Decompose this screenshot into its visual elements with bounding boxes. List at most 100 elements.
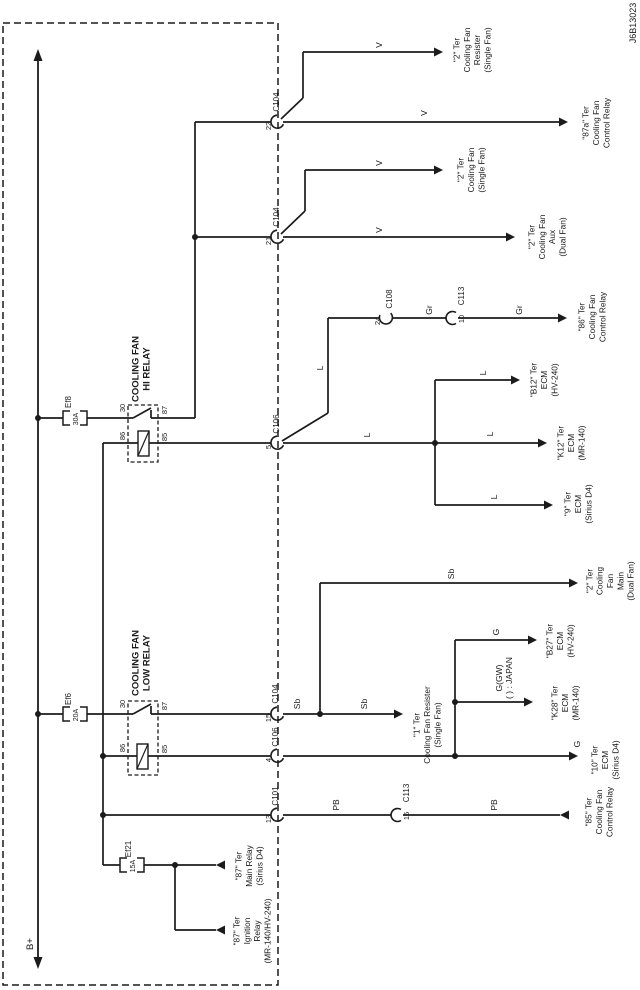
connector-name-label-text: C108 bbox=[385, 289, 394, 309]
wire-segment-11 bbox=[280, 210, 306, 235]
end-label-ecm-b27-line: "B27" Ter bbox=[545, 624, 555, 659]
wire-color-label-text: Sb bbox=[446, 569, 456, 580]
connector-pin-label: 4 bbox=[264, 758, 273, 762]
wire-color-label-text: V bbox=[374, 42, 384, 48]
connector-name-label-text: C106 bbox=[272, 414, 281, 434]
fuse-Ef8-name: Ef8 bbox=[64, 395, 73, 408]
junction-dot bbox=[317, 711, 323, 717]
cooling-fan-hi-relay bbox=[127, 404, 159, 463]
end-label-cf-main-dual-line: "2" Ter bbox=[584, 569, 594, 593]
cooling-fan-hi-relay-title-line: COOLING FAN bbox=[131, 336, 142, 402]
wire-color-label: Sb bbox=[446, 569, 456, 580]
wire-color-label-text: V bbox=[374, 160, 384, 166]
connector-name-label-text: C113 bbox=[402, 783, 411, 802]
cooling-fan-low-relay-terminal-86-text: 86 bbox=[118, 744, 127, 752]
end-label-cf-control-relay-87a-line: Control Relay bbox=[601, 97, 611, 148]
junction-dot bbox=[100, 812, 106, 818]
cooling-fan-low-relay-terminal-30: 30 bbox=[118, 700, 127, 708]
wire-color-label: V bbox=[374, 42, 384, 48]
end-label-ecm-b12-line: "B12" Ter bbox=[529, 363, 539, 398]
wire-color-label-text: L bbox=[489, 494, 499, 499]
arrow-out-icon bbox=[544, 500, 553, 510]
connector-pin-label: 13 bbox=[264, 815, 273, 823]
cooling-fan-low-relay-title-line: COOLING FAN bbox=[131, 630, 142, 696]
fuse-Ef21-name-text: Ef21 bbox=[124, 840, 133, 857]
wire-color-label-text: V bbox=[419, 110, 429, 116]
connector-name-label: C108 bbox=[385, 289, 394, 309]
fuse-bracket-right bbox=[137, 857, 145, 873]
connector-pin-label: 24 bbox=[373, 317, 382, 325]
connector-arc-icon bbox=[270, 748, 285, 763]
end-label-cf-aux-dual-line: (Dual Fan) bbox=[557, 217, 567, 256]
connector-pin-label: 10 bbox=[457, 315, 466, 323]
fuse-bracket-right bbox=[80, 706, 88, 722]
arrow-out-icon bbox=[524, 697, 533, 707]
connector-C101-pin-13 bbox=[270, 807, 285, 822]
fuse-Ef6-name: Ef6 bbox=[64, 692, 73, 705]
harness-boundary bbox=[2, 22, 279, 986]
connector-arc-icon bbox=[270, 229, 285, 244]
cooling-fan-hi-relay-terminal-30: 30 bbox=[118, 404, 127, 412]
wire-color-label: Gr bbox=[514, 305, 524, 315]
connector-name-label-text: C106 bbox=[271, 727, 280, 747]
end-label-cf-aux-dual-line: Aux bbox=[547, 229, 557, 244]
connector-name-label: C106 bbox=[272, 414, 281, 434]
cooling-fan-hi-relay-coil-diagonal bbox=[137, 430, 150, 457]
cooling-fan-hi-relay-contact-blade bbox=[132, 407, 152, 419]
wire-color-label: Sb bbox=[292, 699, 302, 710]
end-label-cf-control-relay-86-line: "86" Ter bbox=[577, 302, 587, 331]
end-label-main-relay-87-line: (Sirius D4) bbox=[254, 846, 264, 885]
cooling-fan-low-relay-terminal-87-text: 87 bbox=[160, 702, 169, 710]
wire-color-label-text: PB bbox=[331, 799, 341, 811]
connector-pin-label-text: 21 bbox=[264, 237, 273, 245]
connector-C113-pin-10 bbox=[445, 310, 457, 326]
wire-segment-6 bbox=[280, 97, 304, 120]
end-label-cf-resister-single-line: "2" Ter bbox=[452, 38, 462, 62]
wire-color-label-text: Gr bbox=[424, 305, 434, 315]
arrow-out-icon bbox=[569, 751, 578, 761]
connector-pin-label-text: 22 bbox=[264, 122, 273, 130]
wire-color-label-text: V bbox=[374, 227, 384, 233]
end-label-ecm-k12-line: "K12" Ter bbox=[556, 426, 566, 461]
connector-pin-label: 5 bbox=[264, 445, 273, 449]
cooling-fan-hi-relay-terminal-85: 85 bbox=[160, 433, 169, 441]
end-label-cf-resister-1-line: Cooling Fan Resister bbox=[422, 686, 432, 764]
end-label-cf-main-dual-line: Cooling bbox=[595, 567, 605, 596]
junction-dot bbox=[192, 234, 198, 240]
end-label-ecm-9-line: ECM bbox=[573, 495, 583, 514]
connector-C113-pin-16 bbox=[390, 807, 402, 823]
arrow-in-icon bbox=[216, 860, 225, 870]
wire-segment-18 bbox=[281, 412, 329, 442]
arrow-out-icon bbox=[559, 117, 568, 127]
wire-color-label-text: L bbox=[362, 432, 372, 437]
cooling-fan-hi-relay-terminal-87: 87 bbox=[160, 406, 169, 414]
wire-color-label: L bbox=[478, 370, 488, 375]
connector-pin-label-text: 10 bbox=[457, 315, 466, 323]
wire-color-label: L bbox=[489, 494, 499, 499]
figure-code-text: J6B13023 bbox=[628, 3, 638, 44]
cooling-fan-low-relay-terminal-30-text: 30 bbox=[118, 700, 127, 708]
arrow-in-icon bbox=[560, 810, 569, 820]
end-label-cf-resister-single-line: (Single Fan) bbox=[482, 27, 492, 72]
wire-color-label: V bbox=[374, 227, 384, 233]
wire-color-label-text: G bbox=[572, 741, 582, 748]
cooling-fan-low-relay-outline bbox=[127, 700, 159, 776]
fuse-Ef6-rating: 20A bbox=[73, 708, 80, 721]
connector-arc-icon bbox=[270, 706, 285, 721]
fuse-Ef8-rating-text: 30A bbox=[73, 412, 80, 425]
cooling-fan-hi-relay-title-line: HI RELAY bbox=[142, 347, 153, 391]
end-label-cf-control-relay-85-line: Control Relay bbox=[604, 786, 614, 837]
connector-pin-label-text: 4 bbox=[264, 758, 273, 762]
end-label-ignition-relay-87-line: Ignition bbox=[242, 917, 252, 944]
end-label-cf-aux-dual-line: Cooling Fan bbox=[537, 214, 547, 259]
connector-pin-label-text: 13 bbox=[264, 815, 273, 823]
connector-name-label-text: C113 bbox=[457, 286, 466, 305]
connector-name-label: C104 bbox=[272, 92, 281, 112]
wire-color-label-text: L bbox=[315, 365, 325, 370]
